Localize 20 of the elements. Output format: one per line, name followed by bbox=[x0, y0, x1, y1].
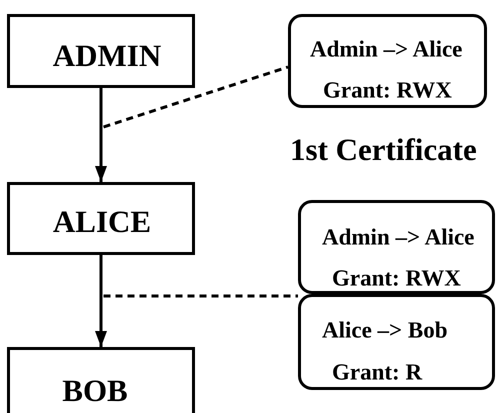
process-box bbox=[7, 182, 195, 255]
certificate-box bbox=[298, 200, 495, 294]
dashed-connector bbox=[104, 294, 298, 298]
certificate-text: Grant: R bbox=[332, 359, 422, 385]
certificate-label: 1st Certificate bbox=[290, 132, 477, 168]
certificate-box bbox=[298, 294, 495, 390]
arrow bbox=[95, 88, 107, 182]
certificate-text: Grant: RWX bbox=[323, 77, 452, 103]
process-box bbox=[7, 347, 195, 413]
certificate-text: Grant: RWX bbox=[332, 265, 461, 291]
certificate-text: Admin –> Alice bbox=[310, 36, 462, 62]
arrow bbox=[95, 255, 107, 347]
certificate-text: Alice –> Bob bbox=[322, 317, 448, 343]
process-box bbox=[7, 14, 195, 88]
certificate-box bbox=[288, 14, 487, 108]
certificate-text: Admin –> Alice bbox=[322, 224, 474, 250]
node-label: ALICE bbox=[52, 204, 152, 240]
node-label: BOB bbox=[62, 374, 128, 408]
dashed-connector bbox=[103, 66, 288, 128]
node-label: ADMIN bbox=[52, 38, 162, 74]
